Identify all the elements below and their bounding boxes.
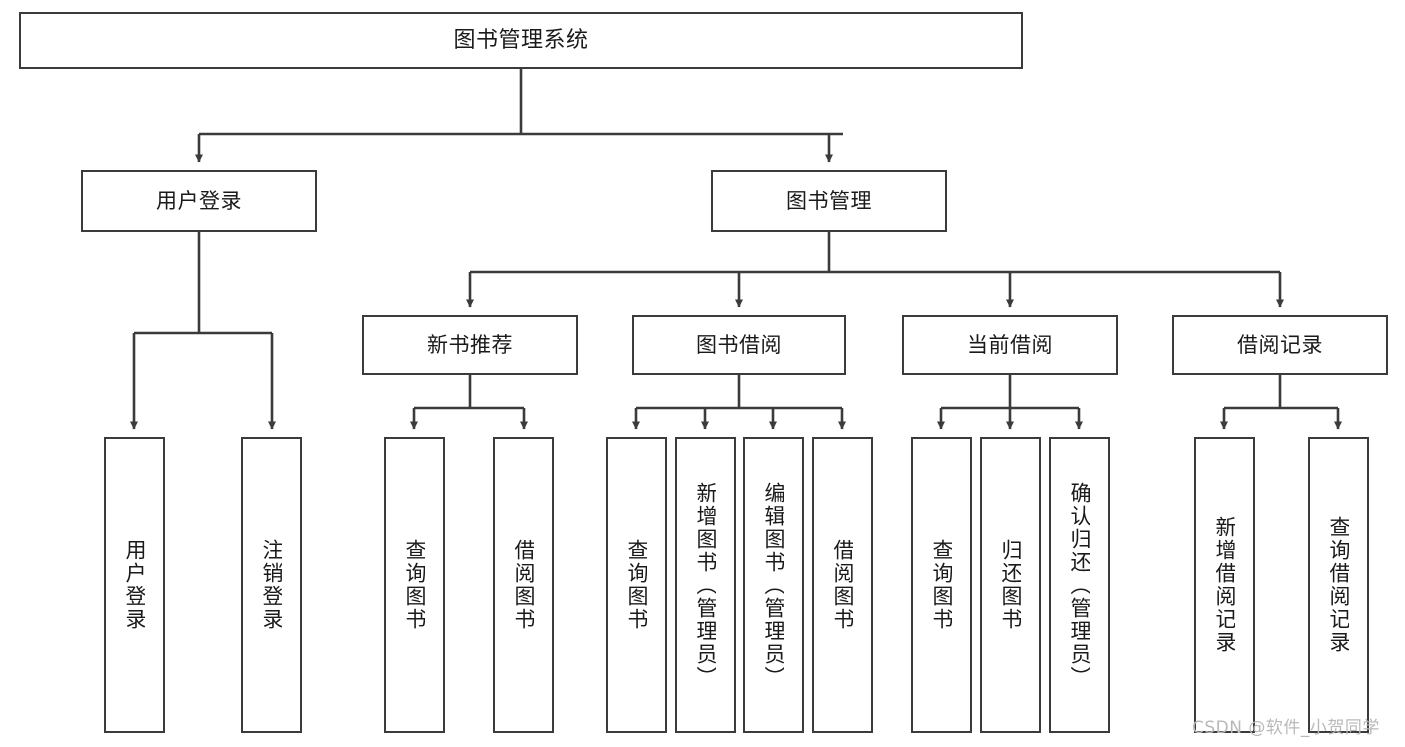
node-label: 图书管理 [786,188,872,213]
node-label: 当前借阅 [967,332,1053,357]
node-label: 新增图书（管理员） [695,481,716,689]
leaf-borrow-book[interactable]: 借阅图书 [812,437,873,733]
node-label: 用户登录 [124,539,145,631]
leaf-query-book-current[interactable]: 查询图书 [911,437,972,733]
node-user-login[interactable]: 用户登录 [81,170,317,232]
node-label: 新增借阅记录 [1214,516,1235,654]
leaf-confirm-return-admin[interactable]: 确认归还（管理员） [1049,437,1110,733]
node-label: 归还图书 [1000,539,1021,631]
leaf-borrow-book-recommend[interactable]: 借阅图书 [493,437,554,733]
leaf-query-book-recommend[interactable]: 查询图书 [384,437,445,733]
node-borrowing-records[interactable]: 借阅记录 [1172,315,1388,375]
node-label: 借阅图书 [513,539,534,631]
node-label: 借阅图书 [832,539,853,631]
leaf-query-book-borrow[interactable]: 查询图书 [606,437,667,733]
leaf-user-login[interactable]: 用户登录 [104,437,165,733]
node-label: 查询图书 [404,539,425,631]
leaf-return-book[interactable]: 归还图书 [980,437,1041,733]
leaf-query-borrow-record[interactable]: 查询借阅记录 [1308,437,1369,733]
node-label: 编辑图书（管理员） [763,481,784,689]
node-label: 图书借阅 [696,332,782,357]
node-root-book-management-system[interactable]: 图书管理系统 [19,12,1023,69]
node-label: 注销登录 [261,539,282,631]
node-book-management[interactable]: 图书管理 [711,170,947,232]
node-label: 确认归还（管理员） [1069,481,1090,689]
leaf-edit-book-admin[interactable]: 编辑图书（管理员） [743,437,804,733]
node-label: 查询借阅记录 [1328,516,1349,654]
leaf-add-borrow-record[interactable]: 新增借阅记录 [1194,437,1255,733]
csdn-watermark: CSDN @软件_小贺同学 [1192,718,1380,738]
node-label: 新书推荐 [427,332,513,357]
leaf-add-book-admin[interactable]: 新增图书（管理员） [675,437,736,733]
node-book-borrowing[interactable]: 图书借阅 [632,315,846,375]
node-label: 用户登录 [156,188,242,213]
node-label: 借阅记录 [1237,332,1323,357]
node-label: 查询图书 [626,539,647,631]
leaf-logout[interactable]: 注销登录 [241,437,302,733]
node-current-borrowing[interactable]: 当前借阅 [902,315,1118,375]
node-new-book-recommendation[interactable]: 新书推荐 [362,315,578,375]
node-label: 图书管理系统 [453,27,589,53]
node-label: 查询图书 [931,539,952,631]
